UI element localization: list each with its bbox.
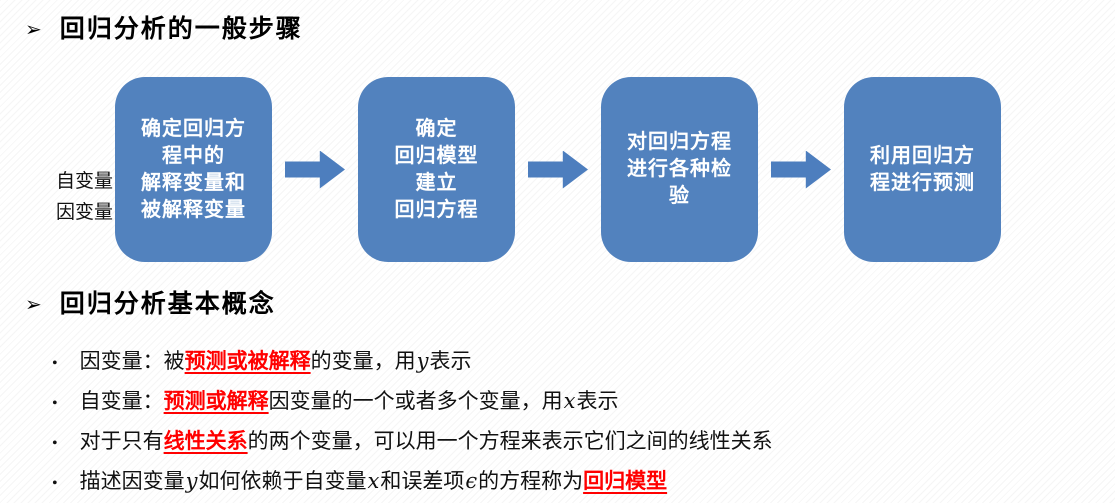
text-segment-red: 回归模型 [583,469,668,493]
text-segment-red: 预测或解释 [163,389,269,413]
section2-title: 回归分析基本概念 [59,290,276,318]
flow-step-text-line: 程进行预测 [870,171,975,194]
flow-step-text-line: 确定回归方 [141,117,246,140]
text-segment-normal: 对于只有 [79,429,164,453]
flow-step-box-4: 利用回归方程进行预测 [844,77,1001,262]
bullet-dot-icon: • [52,395,58,412]
flow-step-box-3: 对回归方程进行各种检验 [601,77,758,262]
flow-step-text-line: 回归模型 [394,144,479,167]
text-segment-normal: 的变量，用 [310,349,416,373]
side-label-dependent-variable: 因变量 [56,202,114,223]
text-segment-normal: 如何依赖于自变量 [198,469,367,493]
flow-step-text-line: 建立 [415,171,458,194]
flow-step-text-line: 程中的 [162,144,225,167]
bullet-dot-icon: • [52,355,58,372]
flow-step-box-1: 确定回归方程中的解释变量和被解释变量 [115,77,272,262]
flow-step-text-line: 回归方程 [394,198,479,221]
right-arrow-icon [285,150,345,189]
bullet-item: • 对于只有线性关系的两个变量，可以用一个方程来表示它们之间的线性关系 [52,421,773,461]
section1-title: 回归分析的一般步骤 [59,15,303,43]
text-segment-normal: 自变量： [79,389,164,413]
flow-step-text-line: 对回归方程 [627,131,732,153]
text-segment-normal: 和误差项 [380,469,465,493]
text-segment-math: x [563,389,576,413]
bullet-dot-icon: • [52,435,58,452]
text-segment-math: x [367,469,380,493]
flow-step-text-line: 被解释变量 [141,198,246,221]
text-segment-red: 线性关系 [163,429,248,453]
text-segment-math: y [416,349,429,373]
flow-arrow-cell [515,150,601,189]
text-segment-normal: 因变量的一个或者多个变量，用 [268,389,563,413]
text-segment-normal: 的方程称为 [478,469,584,493]
arrow-bullet-icon: ➢ [25,293,42,316]
arrow-bullet-icon: ➢ [25,18,42,41]
right-arrow-icon [771,150,831,189]
text-segment-math: ϵ [465,469,478,493]
side-label-independent-variable: 自变量 [56,171,114,192]
section1-heading: ➢ 回归分析的一般步骤 [25,15,303,44]
text-segment-math: y [185,469,198,493]
right-arrow-icon [528,150,588,189]
flow-step-text-line: 利用回归方 [870,144,975,167]
flow-step-text-line: 进行各种检 [627,158,732,180]
text-segment-normal: 描述因变量 [79,469,185,493]
text-segment-normal: 因变量：被 [79,349,185,373]
flow-arrow-cell [272,150,358,189]
flow-step-text-line: 解释变量和 [141,171,246,194]
flowchart: 确定回归方程中的解释变量和被解释变量确定回归模型建立回归方程对回归方程进行各种检… [115,77,1001,262]
bullet-dot-icon: • [52,475,58,492]
flow-step-box-2: 确定回归模型建立回归方程 [358,77,515,262]
text-segment-red: 预测或被解释 [184,349,311,373]
text-segment-normal: 的两个变量，可以用一个方程来表示它们之间的线性关系 [247,429,773,453]
text-segment-normal: 表示 [576,389,619,413]
flowchart-side-labels: 自变量 因变量 [56,166,113,228]
flow-step-text-line: 确定 [415,117,458,140]
text-segment-normal: 表示 [429,349,472,373]
section2-heading: ➢ 回归分析基本概念 [25,290,276,319]
flow-step-text-line: 验 [669,185,690,207]
flow-arrow-cell [758,150,844,189]
